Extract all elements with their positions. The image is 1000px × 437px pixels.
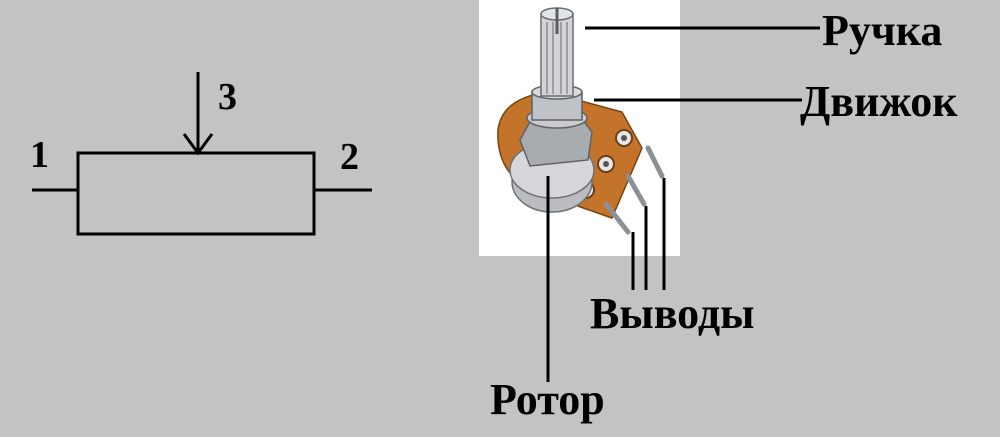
resistor-body [78,153,314,234]
knurled-shaft [541,8,573,96]
terminal-1-label: 1 [30,136,49,174]
potentiometer-photo [479,0,680,256]
terminal-2-label: 2 [340,138,359,176]
rotor-label: Ротор [490,378,605,422]
leads-label: Выводы [590,292,755,336]
terminal-3-label: 3 [218,78,237,116]
wiper-label: Движок [800,80,958,124]
knob-label: Ручка [822,9,942,53]
potentiometer-symbol [32,72,372,234]
